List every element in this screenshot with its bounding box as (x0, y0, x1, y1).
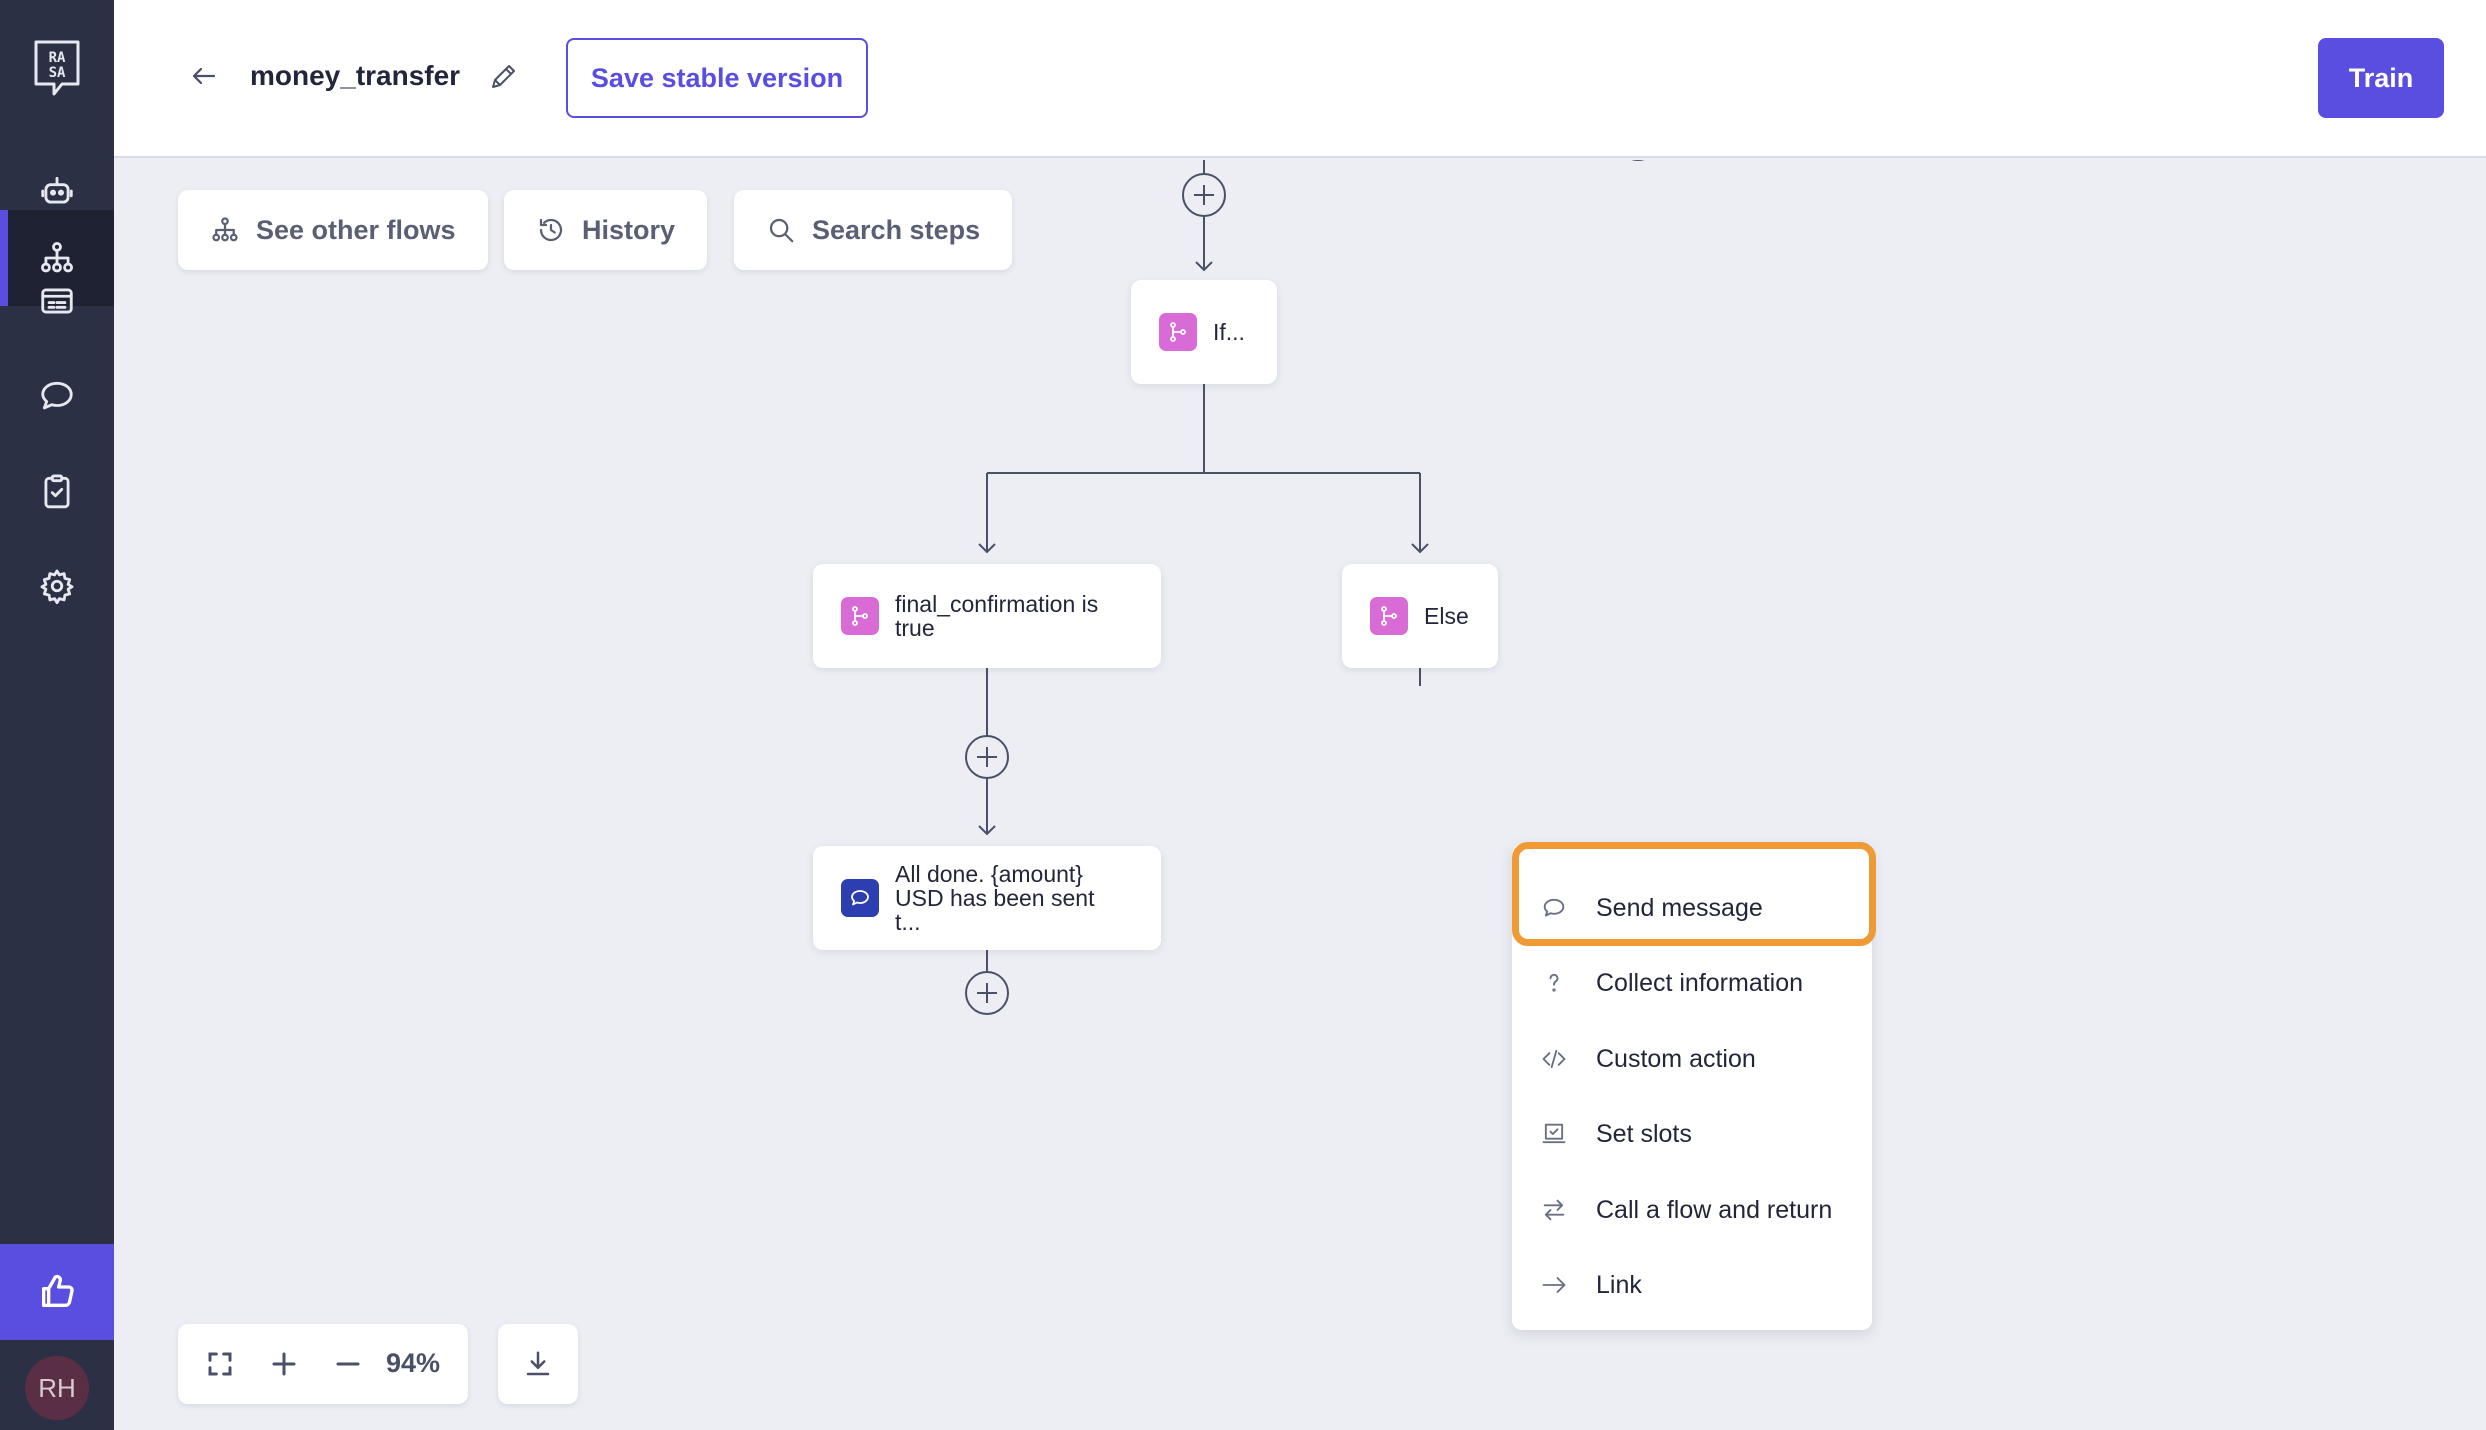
clipboard-check-icon (44, 474, 70, 509)
flows-icon (212, 217, 238, 242)
message-node[interactable]: All done. {amount} USD has been sent t..… (813, 846, 1161, 950)
zoom-out-button[interactable] (328, 1344, 368, 1384)
see-other-flows-label: See other flows (256, 214, 456, 245)
search-steps-label: Search steps (812, 214, 981, 245)
menu-item-label: Send message (1596, 893, 1763, 922)
nav-responses[interactable] (0, 253, 114, 349)
menu-item-collect-information[interactable]: Collect information (1512, 945, 1872, 1021)
zoom-in-button[interactable] (264, 1344, 304, 1384)
menu-item-set-slots[interactable]: Set slots (1512, 1096, 1872, 1172)
menu-item-send-message[interactable]: Send message (1512, 870, 1872, 946)
responses-icon (41, 288, 73, 314)
arrow-right-icon (1542, 1277, 1566, 1293)
highlight-outline (1512, 842, 1876, 946)
message-node-label: All done. {amount} USD has been sent t..… (895, 861, 1095, 935)
expand-icon (208, 1352, 232, 1376)
else-node[interactable]: Else (1342, 564, 1498, 668)
flow-connectors (965, 160, 1645, 1015)
plus-icon (272, 1352, 296, 1376)
train-button[interactable]: Train (2318, 38, 2444, 118)
svg-text:RA: RA (49, 50, 66, 66)
swap-arrows-icon (1543, 1199, 1565, 1221)
chat-icon (41, 381, 73, 410)
zoom-controls: 94% (178, 1324, 468, 1404)
zoom-level: 94% (386, 1348, 441, 1378)
nav-assistant[interactable] (0, 143, 114, 239)
menu-item-label: Collect information (1596, 968, 1804, 997)
if-node[interactable]: If... (1131, 280, 1277, 384)
sidebar: RA SA RH (0, 0, 114, 1430)
speech-bubble-icon (1543, 898, 1565, 917)
menu-item-link[interactable]: Link (1512, 1247, 1872, 1323)
search-steps-button[interactable]: Search steps (734, 190, 1013, 270)
fit-view-button[interactable] (200, 1344, 240, 1384)
code-icon (1542, 1049, 1566, 1069)
menu-item-label: Link (1596, 1270, 1642, 1299)
else-node-label: Else (1424, 603, 1469, 629)
minus-icon (336, 1362, 360, 1366)
nav-tests[interactable] (0, 443, 114, 539)
nav-conversations[interactable] (0, 348, 114, 444)
condition-node-label: final_confirmation is true (895, 591, 1099, 641)
back-arrow-icon[interactable] (186, 58, 222, 94)
flows-icon (41, 242, 73, 273)
history-button[interactable]: History (504, 190, 708, 270)
svg-text:SA: SA (49, 65, 66, 81)
question-icon (1549, 973, 1559, 992)
page-title: money_transfer (250, 60, 461, 91)
slot-icon (1542, 1123, 1566, 1144)
save-stable-version-button[interactable]: Save stable version (566, 38, 868, 118)
gear-icon (40, 569, 74, 605)
menu-item-call-flow[interactable]: Call a flow and return (1512, 1172, 1872, 1248)
flow-canvas[interactable]: See other flows History Search steps If.… (114, 160, 2486, 1430)
see-other-flows-button[interactable]: See other flows (178, 190, 488, 270)
header: money_transfer Save stable version Train (114, 0, 2486, 158)
rasa-logo[interactable]: RA SA (32, 38, 82, 98)
history-label: History (582, 214, 676, 245)
menu-item-label: Custom action (1596, 1044, 1756, 1073)
thumbs-up-icon (42, 1274, 74, 1307)
avatar[interactable]: RH (25, 1356, 89, 1420)
menu-item-custom-action[interactable]: Custom action (1512, 1021, 1872, 1097)
feedback-button[interactable] (0, 1244, 114, 1340)
condition-node[interactable]: final_confirmation is true (813, 564, 1161, 668)
history-icon (539, 218, 563, 242)
branch-icon (1159, 313, 1197, 351)
menu-item-label: Call a flow and return (1596, 1195, 1833, 1224)
branch-icon (1370, 597, 1408, 635)
speech-bubble-icon (841, 879, 879, 917)
download-button[interactable] (498, 1324, 578, 1404)
nav-settings[interactable] (0, 538, 114, 634)
search-icon (769, 218, 794, 243)
add-step-menu: Send message Collect information Custom … (1512, 844, 1872, 1330)
if-node-label: If... (1213, 319, 1245, 345)
pencil-icon[interactable] (486, 60, 520, 94)
robot-icon (41, 176, 73, 204)
download-icon (526, 1351, 550, 1376)
menu-item-label: Set slots (1596, 1119, 1692, 1148)
branch-icon (841, 597, 879, 635)
